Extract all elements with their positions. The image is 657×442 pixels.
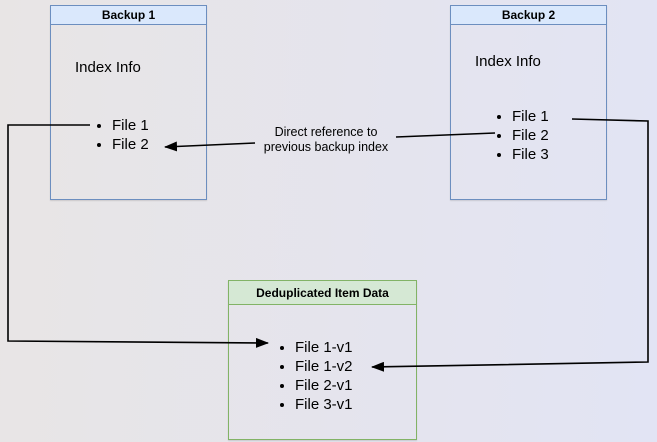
backup2-box: Backup 2 (450, 5, 607, 200)
backup2-file-list: File 1 File 2 File 3 (494, 107, 549, 164)
dedup-item: File 1-v2 (295, 357, 353, 376)
backup2-file-item: File 1 (512, 107, 549, 126)
backup1-box: Backup 1 (50, 5, 207, 200)
backup1-index-info-label: Index Info (75, 59, 141, 76)
dedup-item: File 3-v1 (295, 395, 353, 414)
backup2-title: Backup 2 (451, 6, 606, 25)
backup2-file-item: File 2 (512, 126, 549, 145)
backup1-title: Backup 1 (51, 6, 206, 25)
dedup-item: File 2-v1 (295, 376, 353, 395)
backup1-file-item: File 1 (112, 116, 149, 135)
dedup-item: File 1-v1 (295, 338, 353, 357)
backup2-file-item: File 3 (512, 145, 549, 164)
dedup-item-list: File 1-v1 File 1-v2 File 2-v1 File 3-v1 (277, 338, 353, 414)
deduplicated-item-data-title: Deduplicated Item Data (229, 281, 416, 305)
backup1-file-item: File 2 (112, 135, 149, 154)
backup1-file-list: File 1 File 2 (94, 116, 149, 154)
direct-reference-annotation: Direct reference to previous backup inde… (263, 125, 389, 154)
backup2-index-info-label: Index Info (475, 53, 541, 70)
